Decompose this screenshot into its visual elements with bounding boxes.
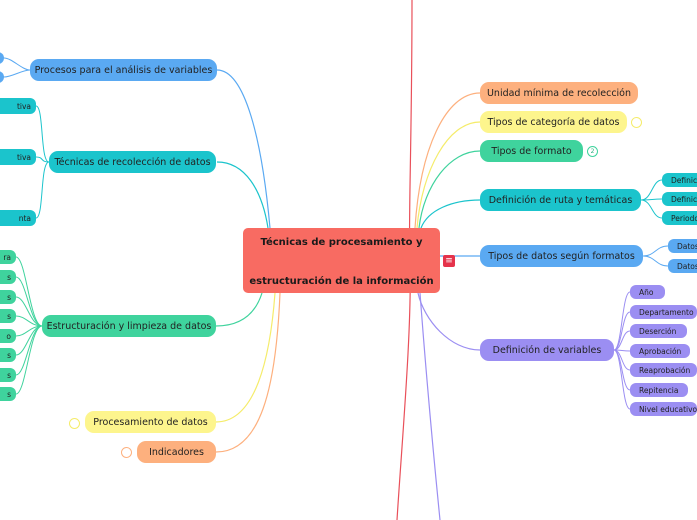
tecnicas-child-3[interactable]: nta <box>0 210 36 226</box>
tecnicas-child-2[interactable]: tiva <box>0 149 36 165</box>
node-label: Definición de variables <box>492 344 602 356</box>
estructuracion-child-4[interactable]: s <box>0 309 16 323</box>
estructuracion-child-7[interactable]: s <box>0 368 16 382</box>
node-label: s <box>7 292 11 302</box>
collapse-badge-icon[interactable]: 2 <box>587 146 598 157</box>
tipos-datos-child-1[interactable]: Datos <box>668 239 697 253</box>
node-label: Datos <box>677 261 697 271</box>
node-procesos-analisis-variables[interactable]: Procesos para el análisis de variables <box>30 59 217 81</box>
central-topic-line-2: estructuración de la información <box>249 276 434 287</box>
variable-anio[interactable]: Año <box>630 285 665 299</box>
node-label: Indicadores <box>149 446 204 458</box>
node-label: Datos <box>677 241 697 251</box>
node-unidad-minima[interactable]: Unidad mínima de recolección <box>480 82 638 104</box>
node-procesamiento-datos[interactable]: Procesamiento de datos <box>85 411 216 433</box>
node-label: Definic <box>671 175 697 185</box>
node-label: o <box>6 331 11 341</box>
node-label: tiva <box>16 101 31 111</box>
node-label: tiva <box>16 152 31 162</box>
procesos-child-1[interactable] <box>0 52 4 64</box>
node-label: Definición de ruta y temáticas <box>488 194 633 206</box>
node-label: Nivel educativo <box>639 404 697 414</box>
node-tipos-formato[interactable]: Tipos de formato <box>480 140 583 162</box>
node-label: Técnicas de recolección de datos <box>54 156 211 168</box>
node-label: Periodo <box>671 213 697 223</box>
collapse-badge-icon[interactable] <box>121 447 132 458</box>
estructuracion-child-6[interactable]: s <box>0 348 16 362</box>
variable-aprobacion[interactable]: Aprobación <box>630 344 690 358</box>
node-estructuracion-limpieza[interactable]: Estructuración y limpieza de datos <box>42 315 216 337</box>
node-tipos-datos-formatos[interactable]: Tipos de datos según formatos <box>480 245 643 267</box>
variable-repitencia[interactable]: Repitencia <box>630 383 688 397</box>
estructuracion-child-3[interactable]: s <box>0 290 16 304</box>
variable-nivel-educativo[interactable]: Nivel educativo <box>630 402 697 416</box>
node-label: Unidad mínima de recolección <box>486 87 632 99</box>
menu-icon[interactable]: ≡ <box>443 255 455 267</box>
collapse-badge-icon[interactable] <box>69 418 80 429</box>
variable-desercion[interactable]: Deserción <box>630 324 687 338</box>
node-label: Tipos de datos según formatos <box>488 250 635 262</box>
node-label: s <box>7 272 11 282</box>
node-definicion-variables[interactable]: Definición de variables <box>480 339 614 361</box>
ruta-child-2[interactable]: Definic <box>662 192 697 206</box>
node-label: Definic <box>671 194 697 204</box>
node-label: s <box>7 389 11 399</box>
node-label: s <box>7 311 11 321</box>
node-label: Procesos para el análisis de variables <box>34 64 213 76</box>
estructuracion-child-8[interactable]: s <box>0 387 16 401</box>
central-topic-line-1: Técnicas de procesamiento y <box>260 237 423 248</box>
central-topic[interactable]: Técnicas de procesamiento y estructuraci… <box>243 228 440 293</box>
node-label: s <box>7 370 11 380</box>
ruta-child-3[interactable]: Periodo <box>662 211 697 225</box>
ruta-child-1[interactable]: Definic <box>662 173 697 187</box>
tecnicas-child-1[interactable]: tiva <box>0 98 36 114</box>
node-label: Tipos de formato <box>491 145 572 157</box>
node-label: Procesamiento de datos <box>93 416 208 428</box>
node-label: nta <box>18 213 31 223</box>
node-tecnicas-recoleccion[interactable]: Técnicas de recolección de datos <box>49 151 216 173</box>
node-label: Departamento <box>639 307 694 317</box>
node-label: Tipos de categoría de datos <box>487 116 620 128</box>
node-label: Aprobación <box>639 346 682 356</box>
node-label: Reaprobación <box>639 365 691 375</box>
node-label: Estructuración y limpieza de datos <box>46 320 212 332</box>
node-indicadores[interactable]: Indicadores <box>137 441 216 463</box>
badge-count: 2 <box>590 148 595 155</box>
node-label: s <box>7 350 11 360</box>
estructuracion-child-2[interactable]: s <box>0 270 16 284</box>
variable-departamento[interactable]: Departamento <box>630 305 697 319</box>
variable-reaprobacion[interactable]: Reaprobación <box>630 363 697 377</box>
node-label: Año <box>639 287 654 297</box>
collapse-badge-icon[interactable] <box>631 117 642 128</box>
estructuracion-child-5[interactable]: o <box>0 329 16 343</box>
node-definicion-ruta[interactable]: Definición de ruta y temáticas <box>480 189 641 211</box>
procesos-child-2[interactable] <box>0 71 4 83</box>
estructuracion-child-1[interactable]: ra <box>0 250 16 264</box>
node-label: ra <box>3 252 11 262</box>
tipos-datos-child-2[interactable]: Datos <box>668 259 697 273</box>
node-label: Repitencia <box>639 385 679 395</box>
node-tipos-categoria[interactable]: Tipos de categoría de datos <box>480 111 627 133</box>
node-label: Deserción <box>639 326 677 336</box>
